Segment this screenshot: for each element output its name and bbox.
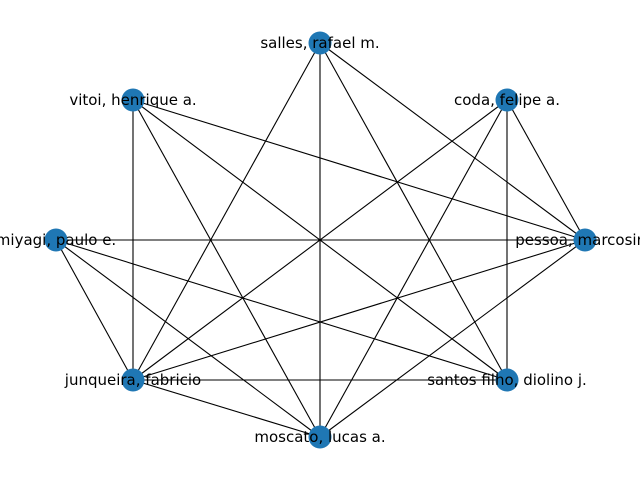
edge-moscato-vitoi <box>132 99 321 438</box>
node-miyagi <box>44 228 68 252</box>
edge-moscato-miyagi <box>55 239 321 438</box>
edge-salles-santos <box>319 42 508 381</box>
node-vitoi <box>121 88 145 112</box>
node-pessoa <box>573 228 597 252</box>
edge-pessoa-moscato <box>319 239 586 438</box>
edge-salles-junqueira <box>132 42 321 381</box>
node-label-salles: salles, rafael m. <box>260 34 379 52</box>
node-label-junqueira: junqueira, fabricio <box>64 371 201 389</box>
edge-santos-miyagi <box>55 239 508 381</box>
node-santos <box>495 368 519 392</box>
node-salles <box>308 31 332 55</box>
node-moscato <box>308 425 332 449</box>
nodes-layer <box>44 31 597 449</box>
node-label-pessoa: pessoa, marcosiris <box>515 231 640 249</box>
node-label-coda: coda, felipe a. <box>454 91 560 109</box>
node-label-moscato: moscato, lucas a. <box>254 428 385 446</box>
node-coda <box>495 88 519 112</box>
edges-layer <box>55 42 586 438</box>
edge-junqueira-miyagi <box>55 239 134 381</box>
node-label-santos: santos filho, diolino j. <box>427 371 587 389</box>
node-label-vitoi: vitoi, henrique a. <box>69 91 196 109</box>
node-label-miyagi: miyagi, paulo e. <box>0 231 116 249</box>
edge-santos-vitoi <box>132 99 508 381</box>
node-junqueira <box>121 368 145 392</box>
edge-pessoa-vitoi <box>132 99 586 241</box>
edge-pessoa-junqueira <box>132 239 586 381</box>
labels-layer: salles, rafael m. coda, felipe a. pessoa, … <box>0 34 640 446</box>
edge-coda-pessoa <box>506 99 586 241</box>
edge-salles-pessoa <box>319 42 586 241</box>
edge-coda-moscato <box>319 99 508 438</box>
edge-moscato-junqueira <box>132 379 321 438</box>
